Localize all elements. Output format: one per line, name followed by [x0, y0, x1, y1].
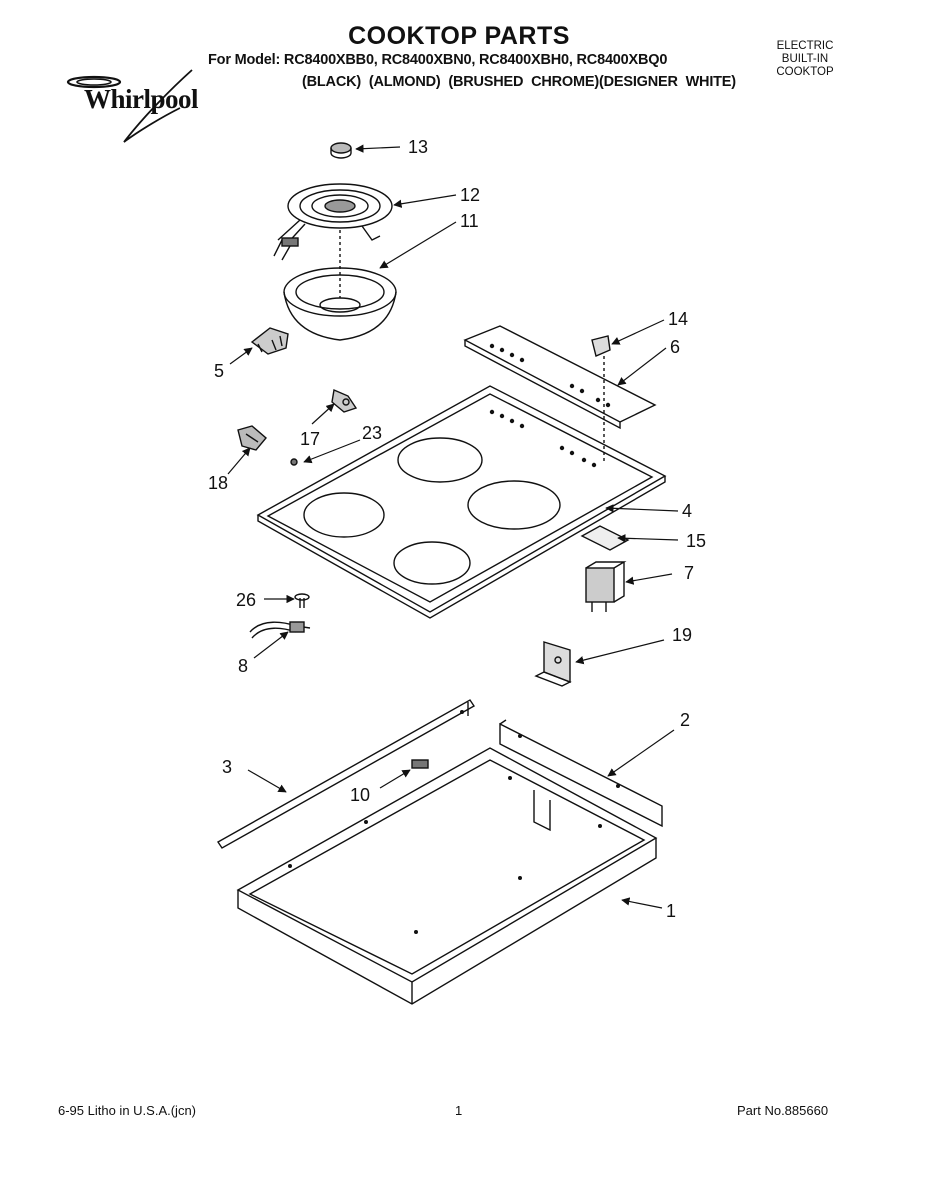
leader-4 [605, 504, 679, 513]
callout-12: 12 [460, 185, 481, 205]
part-14-knob [591, 335, 611, 464]
callout-2: 2 [680, 710, 691, 730]
leader-19 [575, 639, 665, 665]
part-23-screw [290, 458, 298, 466]
leader-5 [229, 347, 253, 365]
footer-part-number: Part No.885660 [737, 1103, 829, 1118]
brand-name: Whirlpool [84, 84, 199, 114]
leader-13 [355, 144, 401, 153]
product-type-line-3: COOKTOP [776, 66, 834, 78]
leader-2 [607, 729, 675, 777]
callout-7: 7 [684, 563, 695, 583]
leader-1 [621, 897, 663, 909]
part-10-clip [411, 759, 429, 769]
callout-26: 26 [236, 590, 257, 610]
model-list: For Model: RC8400XBB0, RC8400XBN0, RC840… [208, 52, 668, 68]
callout-23: 23 [362, 423, 383, 443]
leader-14 [611, 319, 665, 345]
leader-12 [393, 194, 457, 208]
callout-19: 19 [672, 625, 693, 645]
part-5-terminal-block [250, 327, 289, 355]
callout-8: 8 [238, 656, 249, 676]
part-11-drip-bowl [283, 230, 397, 341]
page-title: COOKTOP PARTS [348, 22, 570, 50]
footer-date-litho: 6-95 Litho in U.S.A.(jcn) [58, 1103, 197, 1118]
callout-13: 13 [408, 137, 429, 157]
whirlpool-logo [66, 69, 193, 143]
callout-15: 15 [686, 531, 707, 551]
part-2-trim [499, 719, 663, 828]
leader-3 [247, 769, 287, 793]
product-type-line-1: ELECTRIC [776, 40, 834, 52]
product-type: ELECTRIC BUILT-IN COOKTOP [760, 40, 850, 79]
part-18-clip [237, 425, 267, 451]
callout-11: 11 [460, 211, 479, 231]
footer-page-number: 1 [455, 1103, 463, 1118]
leader-7 [625, 573, 673, 585]
callout-18: 18 [208, 473, 229, 493]
part-1-box [236, 747, 658, 1005]
color-list: (BLACK) (ALMOND) (BRUSHED CHROME)(DESIGN… [302, 74, 736, 90]
part-4-cooktop [256, 385, 667, 619]
part-8-wire-assembly [249, 621, 311, 639]
part-12-surface-element [273, 183, 393, 261]
leader-11 [379, 221, 457, 269]
callout-3: 3 [222, 757, 233, 777]
part-13-cap [330, 142, 352, 159]
leader-15 [617, 534, 679, 543]
leader-18 [227, 447, 251, 475]
part-6-control-panel [463, 325, 657, 430]
part-7-switch [585, 561, 627, 612]
callout-4: 4 [682, 501, 693, 521]
callout-14: 14 [668, 309, 689, 329]
part-26-screw [294, 593, 310, 608]
part-19-bracket [534, 641, 572, 687]
callout-5: 5 [214, 361, 225, 381]
callout-10: 10 [350, 785, 371, 805]
part-3-trim [216, 699, 476, 849]
leader-8 [253, 631, 289, 659]
leader-10 [379, 769, 411, 789]
leader-6 [617, 347, 667, 386]
part-17-bracket [331, 389, 358, 413]
callout-17: 17 [300, 429, 321, 449]
product-type-line-2: BUILT-IN [781, 53, 829, 65]
part-15-plate [580, 525, 630, 551]
leader-23 [303, 439, 361, 464]
callout-6: 6 [670, 337, 681, 357]
callout-1: 1 [666, 901, 677, 921]
leader-17 [311, 403, 335, 425]
